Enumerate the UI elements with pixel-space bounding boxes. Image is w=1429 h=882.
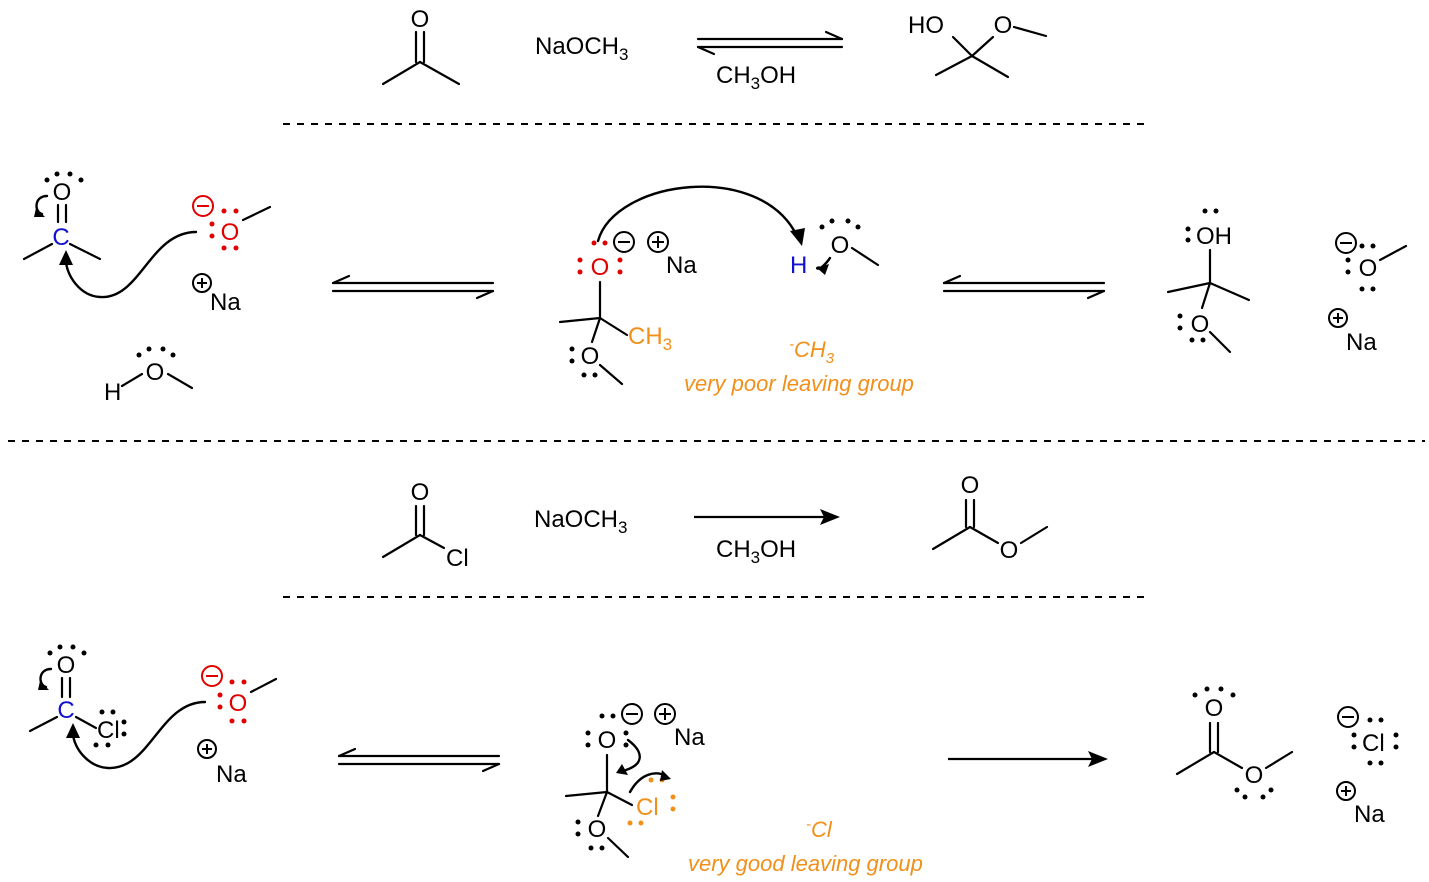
- row4-methoxide: O Na: [66, 665, 278, 788]
- row2-tetrahedral-intermediate: O Na CH3 O: [558, 185, 805, 386]
- ester-carbonyl-O: O: [961, 472, 980, 499]
- row2-eq-arrow-1: [331, 274, 495, 300]
- row1-equilibrium-arrow: CH3OH: [696, 30, 844, 93]
- acetone-O: O: [411, 6, 430, 33]
- row4-forward-arrow: [948, 751, 1108, 767]
- row2-methoxide: O: [59, 195, 272, 299]
- row3-reagent: NaOCH3: [534, 506, 627, 537]
- methanol-O: O: [146, 359, 165, 386]
- curly-arrow-expel-Cl: [628, 772, 668, 794]
- curly-arrow-reform-CO: [624, 738, 641, 772]
- intermediate-Na: Na: [666, 252, 697, 279]
- methoxy-O: O: [581, 343, 600, 370]
- ester-product-O: O: [1245, 762, 1264, 789]
- row2-ketone-sm: O C: [22, 171, 102, 261]
- row2-methoxide-product: O Na: [1328, 232, 1408, 356]
- sm-C: C: [57, 697, 74, 724]
- int-O: O: [598, 727, 617, 754]
- row4-ester-product: O O: [1175, 686, 1294, 800]
- row2-eq-arrow-2: [942, 274, 1106, 300]
- hemiketal-HO: HO: [908, 12, 944, 39]
- chloride-Cl: Cl: [1362, 730, 1385, 757]
- ester-O: O: [1000, 537, 1019, 564]
- row4-acyl-chloride-sm: O C Cl: [28, 644, 127, 748]
- ketone-O: O: [53, 179, 72, 206]
- row2-leaving-group-note: -CH3 very poor leaving group: [684, 336, 914, 396]
- methoxide-O: O: [221, 219, 240, 246]
- hemiketal-O: O: [994, 12, 1013, 39]
- acyl-O: O: [411, 479, 430, 506]
- cl-anion-label: -Cl: [806, 816, 833, 842]
- ester-product-carbonyl-O: O: [1205, 695, 1224, 722]
- row3-acetyl-chloride: O Cl: [381, 479, 469, 572]
- row1-reagent-label: NaOCH3: [535, 33, 628, 64]
- acceptor-H: H: [790, 252, 807, 279]
- row1-acetone: O: [381, 6, 461, 86]
- good-leaving-group-note: very good leaving group: [688, 851, 923, 876]
- sm-Cl: Cl: [97, 717, 120, 744]
- curly-arrow-deprotonation: [596, 185, 799, 243]
- int-methoxy-O: O: [588, 816, 607, 843]
- row2-methanol-acceptor: H O: [790, 218, 880, 279]
- row4-tetrahedral-intermediate: O Na Cl O: [564, 703, 705, 859]
- row3-reagent-label: NaOCH3: [534, 506, 627, 537]
- row4-chloride-product: Cl Na: [1336, 706, 1399, 828]
- methoxide-O-2: O: [229, 690, 248, 717]
- int-Na: Na: [674, 724, 705, 751]
- row1-solvent-label: CH3OH: [716, 62, 796, 93]
- poor-leaving-group-note: very poor leaving group: [684, 371, 914, 396]
- curly-arrow-attack: [64, 230, 198, 299]
- methyl-group-label: CH3: [628, 323, 672, 354]
- product-sodium: Na: [1346, 329, 1377, 356]
- sm-O: O: [57, 652, 76, 679]
- row1-hemiketal: HO O: [908, 12, 1048, 79]
- acceptor-O: O: [831, 232, 850, 259]
- row4-eq-arrow: [337, 747, 501, 773]
- row3-methyl-acetate: O O: [931, 472, 1049, 564]
- row3-forward-arrow: CH3OH: [694, 509, 840, 567]
- methanol-H: H: [104, 379, 121, 406]
- int-Cl: Cl: [636, 794, 659, 821]
- ketone-C: C: [52, 224, 69, 251]
- row4-sodium: Na: [216, 761, 247, 788]
- row2-methanol: H O: [104, 346, 194, 406]
- product-methoxide-O: O: [1359, 255, 1378, 282]
- product-OH: OH: [1196, 223, 1232, 250]
- alkoxide-O: O: [591, 254, 610, 281]
- row4-leaving-group-note: -Cl very good leaving group: [688, 816, 923, 876]
- chloride-sodium: Na: [1354, 801, 1385, 828]
- product-methoxy-O: O: [1191, 311, 1210, 338]
- acyl-Cl: Cl: [446, 545, 469, 572]
- row3-solvent-label: CH3OH: [716, 536, 796, 567]
- ch3-anion-label: -CH3: [789, 336, 835, 367]
- sodium-label: Na: [210, 289, 241, 316]
- row2-sodium: Na: [192, 273, 241, 316]
- curly-arrow-attack-2: [71, 700, 207, 770]
- row2-hemiketal-product: OH O: [1166, 208, 1251, 354]
- row1-reagent: NaOCH3: [535, 33, 628, 64]
